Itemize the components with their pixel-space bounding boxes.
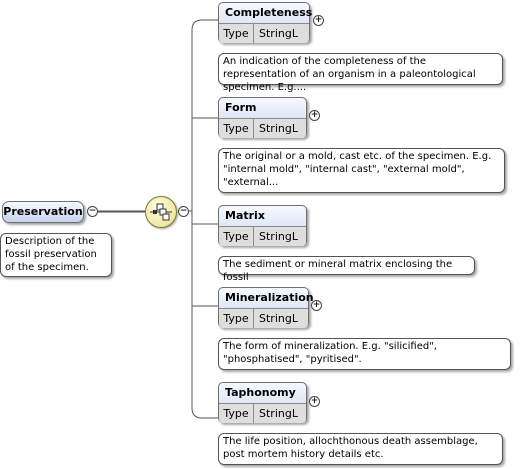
description-text: An indication of the completeness of the… — [223, 56, 476, 93]
expand-toggle-icon[interactable]: + — [309, 110, 320, 121]
type-value: StringL — [259, 407, 298, 420]
expand-toggle-icon[interactable]: + — [313, 15, 324, 26]
description-text: The original or a mold, cast etc. of the… — [223, 151, 492, 188]
type-value: StringL — [259, 230, 298, 243]
type-label: Type — [219, 24, 254, 43]
expand-toggle-icon[interactable]: + — [309, 396, 320, 407]
root-description: Description of the fossil preservation o… — [0, 233, 112, 277]
element-name: Form — [225, 101, 257, 114]
type-value: StringL — [259, 27, 298, 40]
element-form[interactable]: Form Type StringL — [218, 97, 307, 138]
element-name: Mineralization — [225, 291, 314, 304]
element-name: Matrix — [225, 209, 265, 222]
element-taphonomy[interactable]: Taphonomy Type StringL — [218, 382, 307, 423]
description-text: The life position, allochthonous death a… — [223, 436, 478, 460]
collapse-toggle-icon[interactable]: − — [87, 206, 98, 217]
root-element-name: Preservation — [3, 205, 83, 218]
type-label: Type — [219, 404, 254, 423]
element-completeness[interactable]: Completeness Type StringL — [218, 2, 313, 43]
description-completeness: An indication of the completeness of the… — [218, 53, 503, 93]
description-form: The original or a mold, cast etc. of the… — [218, 148, 505, 193]
type-row: Type StringL — [219, 226, 306, 246]
type-label: Type — [219, 119, 254, 138]
type-value: StringL — [259, 122, 298, 135]
element-matrix[interactable]: Matrix Type StringL — [218, 205, 307, 246]
type-row: Type StringL — [219, 118, 306, 138]
description-taphonomy: The life position, allochthonous death a… — [218, 433, 503, 465]
type-row: Type StringL — [219, 403, 306, 423]
element-name: Taphonomy — [225, 386, 296, 399]
collapse-toggle-icon[interactable]: − — [178, 206, 189, 217]
description-matrix: The sediment or mineral matrix enclosing… — [218, 256, 475, 283]
root-description-text: Description of the fossil preservation o… — [5, 236, 97, 273]
type-value: StringL — [259, 312, 298, 325]
type-label: Type — [219, 309, 254, 328]
element-mineralization[interactable]: Mineralization Type StringL — [218, 287, 314, 328]
type-label: Type — [219, 227, 254, 246]
expand-toggle-icon[interactable]: + — [311, 300, 322, 311]
description-text: The sediment or mineral matrix enclosing… — [223, 259, 453, 283]
type-row: Type StringL — [219, 308, 308, 328]
root-element-preservation[interactable]: Preservation — [2, 201, 84, 223]
sequence-compositor-icon — [150, 203, 172, 221]
description-mineralization: The form of mineralization. E.g. "silici… — [218, 338, 511, 370]
sequence-compositor[interactable] — [145, 196, 177, 228]
description-text: The form of mineralization. E.g. "silici… — [223, 341, 437, 365]
type-row: Type StringL — [219, 23, 309, 43]
element-name: Completeness — [225, 6, 313, 19]
